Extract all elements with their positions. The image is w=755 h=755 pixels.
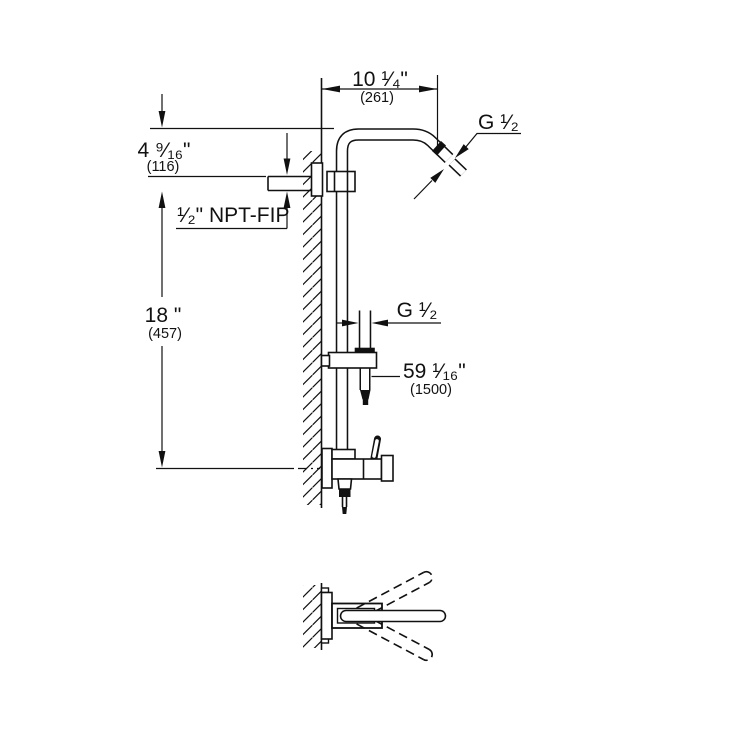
swivel-range-upper	[356, 570, 433, 620]
top-width-metric-label: (261)	[360, 90, 394, 106]
dimension-hand-thread	[337, 319, 441, 327]
inlet-offset-metric-label: (116)	[147, 159, 180, 175]
riser-and-shower-arm	[335, 128, 467, 452]
height-imperial-label: 18 "	[145, 304, 182, 327]
bottom-view	[303, 570, 447, 662]
valve-inlet-nut	[331, 448, 356, 460]
valve-body	[331, 458, 383, 480]
diverter-valve	[321, 435, 394, 514]
wall-section	[303, 78, 323, 508]
dimension-inlet-to-diverter	[148, 175, 320, 470]
valve-outlet	[337, 478, 353, 514]
swivel-wall-plate	[320, 591, 333, 640]
dimension-inlet-offset	[150, 94, 334, 130]
dimensions	[148, 75, 521, 470]
supply-fitting	[310, 162, 356, 197]
valve-end-cap	[380, 454, 394, 482]
inlet-offset-imperial-label: 4 ⁹⁄₁₆"	[137, 139, 190, 162]
inlet-thread-label: ¹⁄₂" NPT-FIP	[177, 204, 289, 227]
bracket-knob	[320, 354, 331, 367]
hose-length-imperial-label: 59 ¹⁄₁₆"	[403, 360, 466, 383]
dimension-top-width	[321, 75, 439, 149]
handshower-thread-label: G ¹⁄₂	[397, 299, 438, 322]
slider-bracket	[320, 347, 378, 369]
label-head-thread-callout	[413, 132, 521, 200]
wall-flange	[310, 162, 324, 197]
valve-wall-plate	[321, 447, 333, 489]
supply-elbow	[267, 175, 313, 192]
union-nut	[326, 170, 356, 193]
head-thread-nipple	[448, 158, 467, 177]
hand-shower	[358, 310, 372, 405]
valve-lever	[370, 435, 381, 462]
swivel-range-lower	[356, 612, 433, 662]
hose-length-metric-label: (1500)	[410, 382, 452, 398]
top-width-imperial-label: 10 ¹⁄₄"	[352, 68, 408, 91]
head-thread-label: G ¹⁄₂	[478, 111, 519, 134]
height-metric-label: (457)	[148, 326, 182, 342]
hand-shower-tip	[360, 390, 371, 400]
label-npt-callout	[176, 133, 291, 230]
